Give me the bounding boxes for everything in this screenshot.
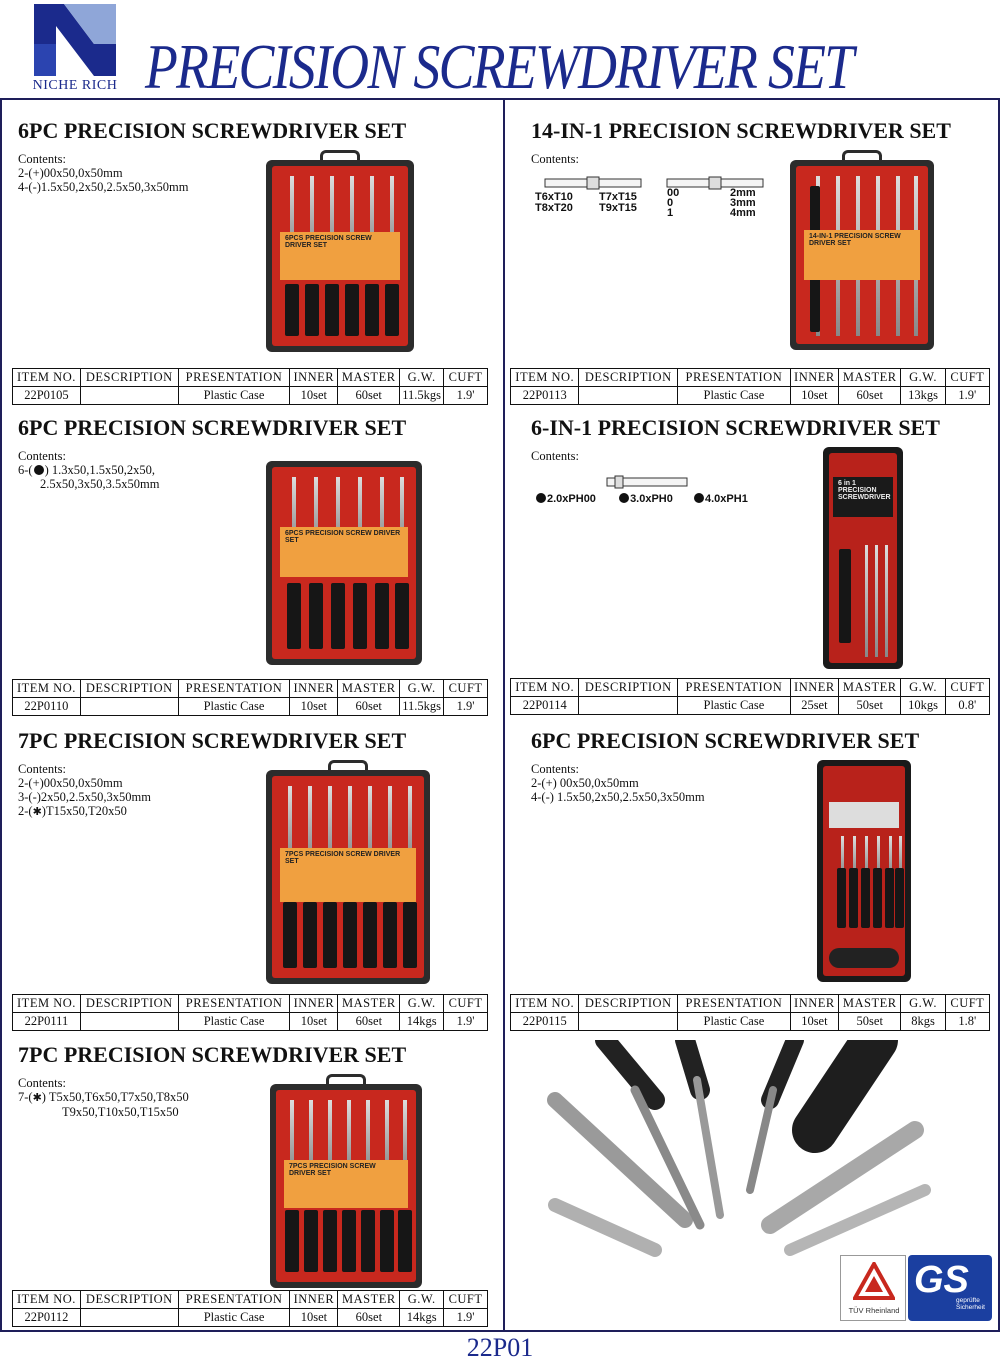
hex-icon: [33, 465, 44, 475]
product-image: 7PCS PRECISION SCREW DRIVER SET: [266, 760, 430, 984]
product-image: 6PCS PRECISION SCREW DRIVER SET: [266, 461, 422, 665]
logo-mark-icon: [34, 4, 116, 76]
product-contents: Contents:: [531, 152, 579, 166]
product-image: 14-IN-1 PRECISION SCREW DRIVER SET: [790, 150, 934, 350]
product-contents: Contents: 2-(+)00x50,0x50mm 4-(-)1.5x50,…: [18, 152, 189, 194]
bit-icon: [544, 176, 642, 190]
product-card: 7PC PRECISION SCREWDRIVER SET Contents: …: [0, 1042, 503, 1292]
product-card: 6-IN-1 PRECISION SCREWDRIVER SET Content…: [505, 415, 1000, 685]
page-header: NICHE RICH PRECISION SCREWDRIVER SET: [0, 0, 1000, 102]
torx-icon: ✱: [32, 1092, 42, 1104]
product-card: 6PC PRECISION SCREWDRIVER SET Contents: …: [0, 415, 503, 685]
product-image: 6 in 1 PRECISION SCREWDRIVER: [823, 447, 903, 669]
slot-icon: [619, 493, 630, 503]
product-title: 6PC PRECISION SCREWDRIVER SET: [18, 415, 407, 440]
logo-text: NICHE RICH: [32, 78, 118, 93]
product-card: 7PC PRECISION SCREWDRIVER SET Contents: …: [0, 728, 503, 998]
page-number: 22P01: [466, 1333, 534, 1362]
product-title: 7PC PRECISION SCREWDRIVER SET: [18, 728, 407, 753]
column-divider: [503, 98, 505, 1332]
product-title: 6PC PRECISION SCREWDRIVER SET: [18, 118, 407, 143]
tuv-badge: TÜV Rheinland: [840, 1255, 906, 1321]
product-contents: Contents: 7-(✱) T5x50,T6x50,T7x50,T8x50 …: [18, 1076, 189, 1119]
product-image: 7PCS PRECISION SCREW DRIVER SET: [270, 1074, 422, 1288]
product-image: 6PCS PRECISION SCREW DRIVER SET: [266, 150, 414, 352]
product-contents: Contents: 2-(+) 00x50,0x50mm 4-(-) 1.5x5…: [531, 762, 705, 804]
product-contents: Contents: 6-() 1.3x50,1.5x50,2x50, 2.5x5…: [18, 449, 160, 491]
niche-rich-logo: NICHE RICH: [30, 4, 120, 96]
product-image: [817, 760, 911, 982]
product-card: 14-IN-1 PRECISION SCREWDRIVER SET Conten…: [505, 118, 1000, 408]
product-card: 6PC PRECISION SCREWDRIVER SET Contents: …: [505, 728, 1000, 998]
slot-icon: [694, 493, 704, 503]
product-title: 14-IN-1 PRECISION SCREWDRIVER SET: [531, 118, 951, 143]
tuv-triangle-icon: [853, 1262, 895, 1300]
screwdriver-tips-photo: [545, 1040, 935, 1275]
catalog-frame: [0, 98, 1000, 1332]
product-title: 6-IN-1 PRECISION SCREWDRIVER SET: [531, 415, 940, 440]
product-title: 6PC PRECISION SCREWDRIVER SET: [531, 728, 920, 753]
torx-icon: ✱: [32, 806, 42, 818]
product-card: 6PC PRECISION SCREWDRIVER SET Contents: …: [0, 118, 503, 408]
product-title: 7PC PRECISION SCREWDRIVER SET: [18, 1042, 407, 1067]
slot-icon: [536, 493, 546, 503]
product-contents: Contents:: [531, 449, 579, 463]
product-contents: Contents: 2-(+)00x50,0x50mm 3-(-)2x50,2.…: [18, 762, 151, 818]
bit-icon: [606, 475, 688, 489]
bit-icon: [666, 176, 764, 190]
page-title: PRECISION SCREWDRIVER SET: [145, 31, 854, 102]
